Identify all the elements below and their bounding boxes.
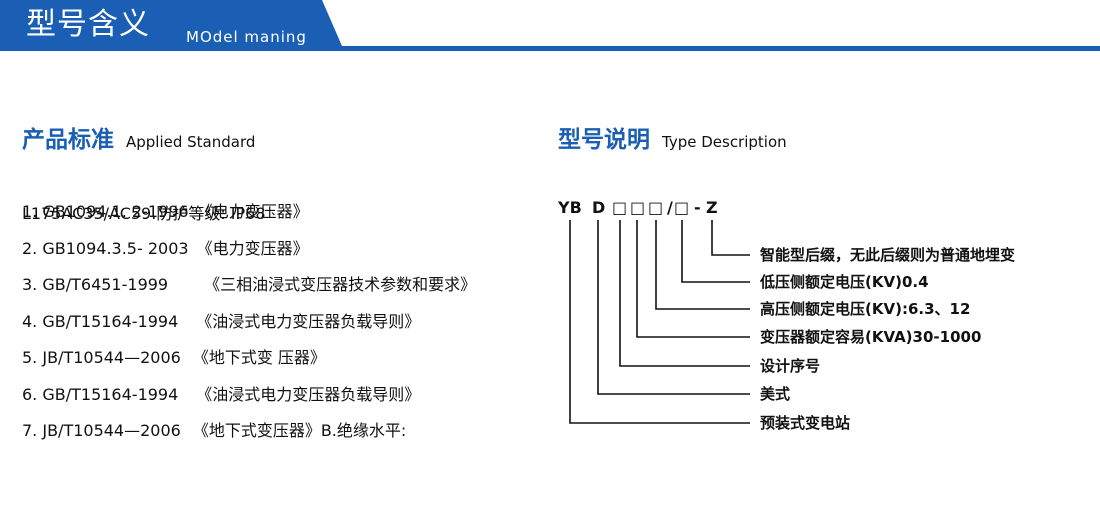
standard-item: 2. GB1094.3.5- 2003 《电力变压器》 — [22, 237, 476, 260]
legend-item: 低压侧额定电压(KV)0.4 — [760, 273, 929, 291]
code-part: Z — [706, 198, 718, 217]
connector-line — [597, 220, 750, 395]
standard-item: 7. JB/T10544—2006 《地下式变压器》B.绝缘水平: — [22, 419, 476, 442]
model-heading: 型号说明 Type Description — [558, 120, 787, 154]
code-part: D — [592, 198, 606, 217]
standard-heading: 产品标准 Applied Standard — [22, 120, 255, 154]
connector-line — [619, 220, 750, 367]
connector-line — [655, 220, 750, 310]
connector-line — [681, 220, 750, 283]
standard-name: 《油浸式电力变压器负载导则》 — [196, 311, 421, 331]
standard-item: 5. JB/T10544—2006 《地下式变 压器》 — [22, 346, 476, 369]
standard-number: 2. GB1094.3.5- 2003 — [22, 238, 189, 258]
legend-item: 美式 — [760, 385, 791, 403]
standard-name: 《地下式变 压器》 — [192, 348, 326, 367]
standard-item: 4. GB/T15164-1994 《油浸式电力变压器负载导则》 — [22, 310, 476, 333]
code-part: □ — [648, 198, 664, 217]
code-part: □ — [612, 198, 628, 217]
code-part: YB — [558, 198, 582, 217]
standard-name: 《电力变压器》 — [196, 238, 309, 258]
code-part: □ — [630, 198, 646, 217]
legend-item: 变压器额定容易(KVA)30-1000 — [760, 328, 982, 346]
connector-line — [569, 220, 750, 424]
standard-list: 1. GB1094.1. 2-1996 《电力变压器》 2. GB1094.3.5… — [22, 200, 476, 456]
standard-number: 6. GB/T15164-1994 — [22, 384, 179, 404]
legend-item: 设计序号 — [760, 357, 821, 375]
standard-name: 《三相油浸式变压器技术参数和要求》 — [204, 275, 477, 294]
standard-heading-en: Applied Standard — [126, 133, 256, 151]
header-banner: 型号含义 MOdel maning — [0, 0, 1100, 54]
standard-number: 3. GB/T6451-1999 — [22, 275, 169, 294]
standard-name: 《地下式变压器》B.绝缘水平: — [192, 421, 407, 440]
standard-continuation: L175AC35/AC59.防护等级: IP68 — [22, 204, 266, 223]
standard-item: 1. GB1094.1. 2-1996 《电力变压器》 — [22, 200, 476, 223]
standard-heading-cn: 产品标准 — [22, 127, 114, 153]
legend-item: 预装式变电站 — [760, 414, 851, 432]
code-part: - — [694, 198, 701, 217]
standard-name: 《电力变压器》 — [196, 202, 309, 221]
model-heading-en: Type Description — [662, 133, 787, 151]
legend-item: 高压侧额定电压(KV):6.3、12 — [760, 300, 971, 318]
legend-item: 智能型后缀，无此后缀则为普通地埋变 — [760, 246, 1016, 264]
standard-number: 4. GB/T15164-1994 — [22, 311, 179, 331]
model-heading-cn: 型号说明 — [558, 127, 650, 153]
standard-name: 《油浸式电力变压器负载导则》 — [196, 384, 421, 404]
standard-item: 6. GB/T15164-1994 《油浸式电力变压器负载导则》 — [22, 383, 476, 406]
standard-number: 7. JB/T10544—2006 — [22, 421, 181, 440]
connector-line — [711, 220, 750, 256]
banner-shape — [0, 0, 1100, 51]
code-part: / — [667, 198, 673, 217]
code-part: □ — [674, 198, 690, 217]
banner-title: 型号含义 — [26, 7, 150, 42]
standard-number: 1. GB1094.1. 2-1996 — [22, 202, 189, 221]
banner-subtitle: MOdel maning — [186, 28, 307, 46]
standard-number: 5. JB/T10544—2006 — [22, 348, 181, 367]
standard-item: 3. GB/T6451-1999 《三相油浸式变压器技术参数和要求》 — [22, 273, 476, 296]
connector-line — [636, 220, 750, 338]
